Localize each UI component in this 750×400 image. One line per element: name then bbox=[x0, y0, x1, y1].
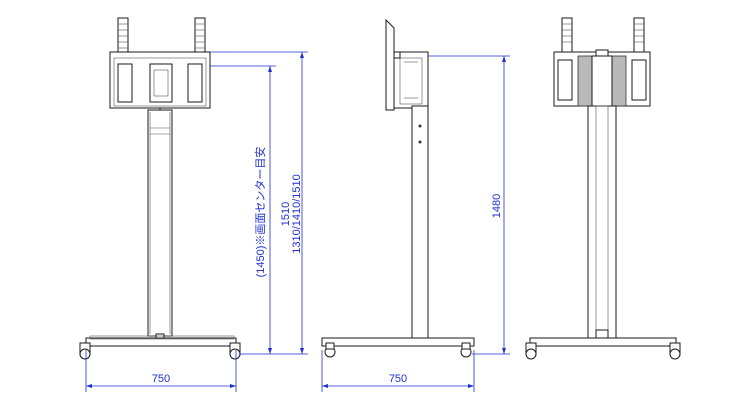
front-view: 750 1510 1310/1410/1510 (1450)※画面センター目安 bbox=[79, 17, 308, 392]
side-view: 750 1480 bbox=[321, 18, 510, 392]
back-mount-plate bbox=[553, 49, 651, 107]
front-base bbox=[79, 335, 241, 360]
side-column bbox=[411, 105, 429, 341]
side-mount bbox=[385, 18, 429, 111]
front-width-dimension: 750 bbox=[85, 350, 237, 392]
front-height-range-label: 1310/1410/1510 bbox=[291, 174, 303, 254]
side-height-dimension: 1480 bbox=[428, 55, 510, 355]
side-height-label: 1480 bbox=[491, 194, 503, 218]
front-mount-plate bbox=[109, 51, 211, 114]
side-width-dimension: 750 bbox=[321, 350, 475, 392]
front-height-1510-label: 1510 bbox=[280, 202, 292, 226]
back-column bbox=[587, 105, 617, 341]
side-width-label: 750 bbox=[389, 373, 407, 385]
back-view bbox=[525, 17, 681, 360]
front-column bbox=[147, 109, 173, 341]
front-screen-center-label: (1450)※画面センター目安 bbox=[253, 147, 267, 278]
front-height-dimension: 1510 1310/1410/1510 (1450)※画面センター目安 bbox=[210, 51, 308, 355]
side-base bbox=[321, 337, 475, 358]
front-width-label: 750 bbox=[152, 373, 170, 385]
back-base bbox=[525, 337, 681, 360]
